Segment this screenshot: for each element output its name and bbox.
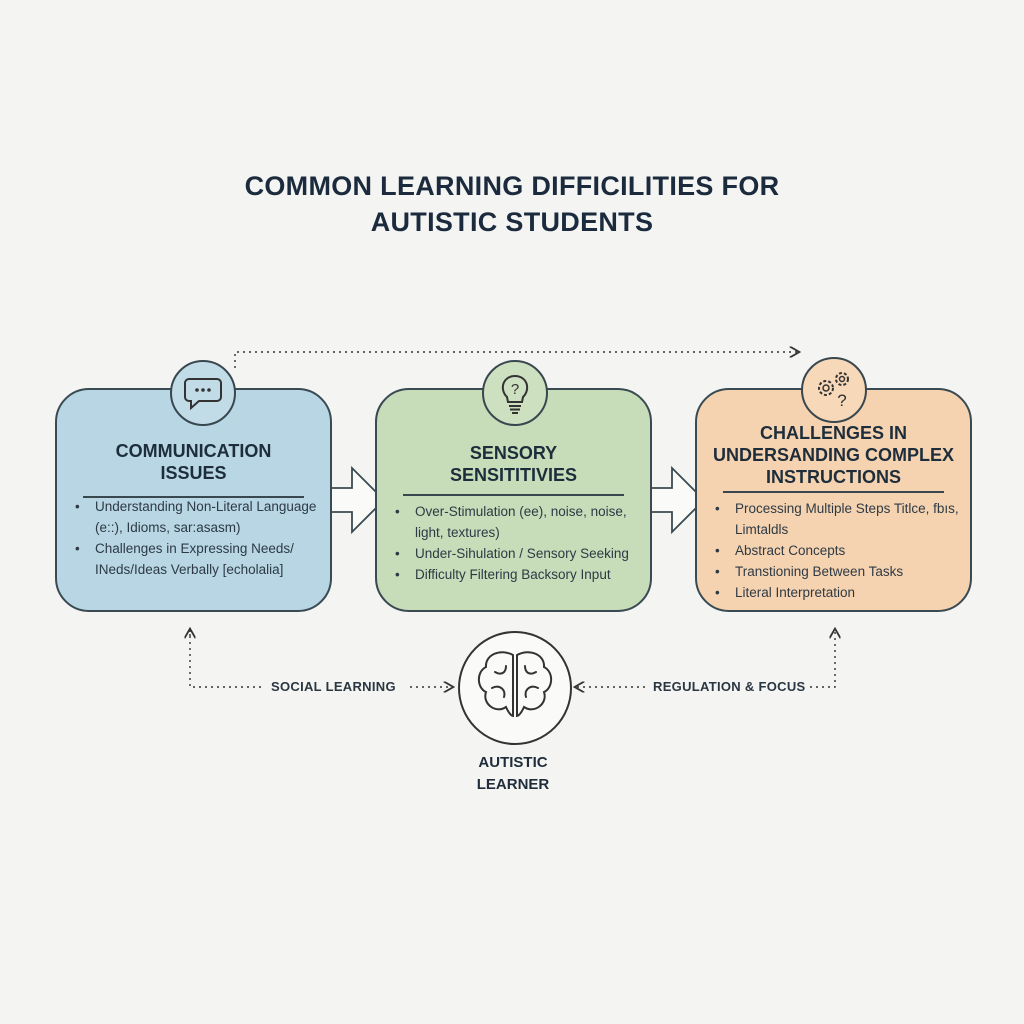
list-item: Under-Sihulation / Sensory Seeking: [395, 543, 655, 564]
regulation-focus-label: REGULATION & FOCUS: [653, 679, 806, 694]
list-item: Over-Stimulation (ee), noise, noise, lig…: [395, 501, 655, 543]
top-feedback-arrow: [234, 352, 798, 368]
divider: [723, 491, 944, 493]
list-item: Transtioning Between Tasks: [715, 561, 965, 582]
list-item: Processing Multiple Steps Titlce, fbıs, …: [715, 498, 965, 540]
title-line-2: AUTISTIC STUDENTS: [370, 207, 654, 237]
divider: [403, 494, 624, 496]
gears-question-icon: ?: [801, 357, 867, 423]
brain-icon: [477, 651, 553, 718]
list-item: Difficulty Filtering Backsory Input: [395, 564, 655, 585]
page-title: COMMON LEARNING DIFFICILITIES FOR AUTIST…: [0, 168, 1024, 240]
list-item: Literal Interpretation: [715, 582, 965, 603]
speech-bubble-icon: [170, 360, 236, 426]
list-item: Abstract Concepts: [715, 540, 965, 561]
social-learning-label: SOCIAL LEARNING: [271, 679, 396, 694]
svg-text:?: ?: [511, 381, 519, 398]
title-line-1: COMMON LEARNING DIFFICILITIES FOR: [244, 171, 780, 201]
list-item: Understanding Non-Literal Language (e::)…: [75, 496, 345, 538]
brain-circle: [458, 631, 572, 745]
svg-text:?: ?: [837, 391, 846, 410]
left-link-line: [189, 630, 262, 688]
lightbulb-question-icon: ?: [482, 360, 548, 426]
list-item: Challenges in Expressing Needs/ INeds/Id…: [75, 538, 345, 580]
right-link-line: [810, 630, 835, 688]
